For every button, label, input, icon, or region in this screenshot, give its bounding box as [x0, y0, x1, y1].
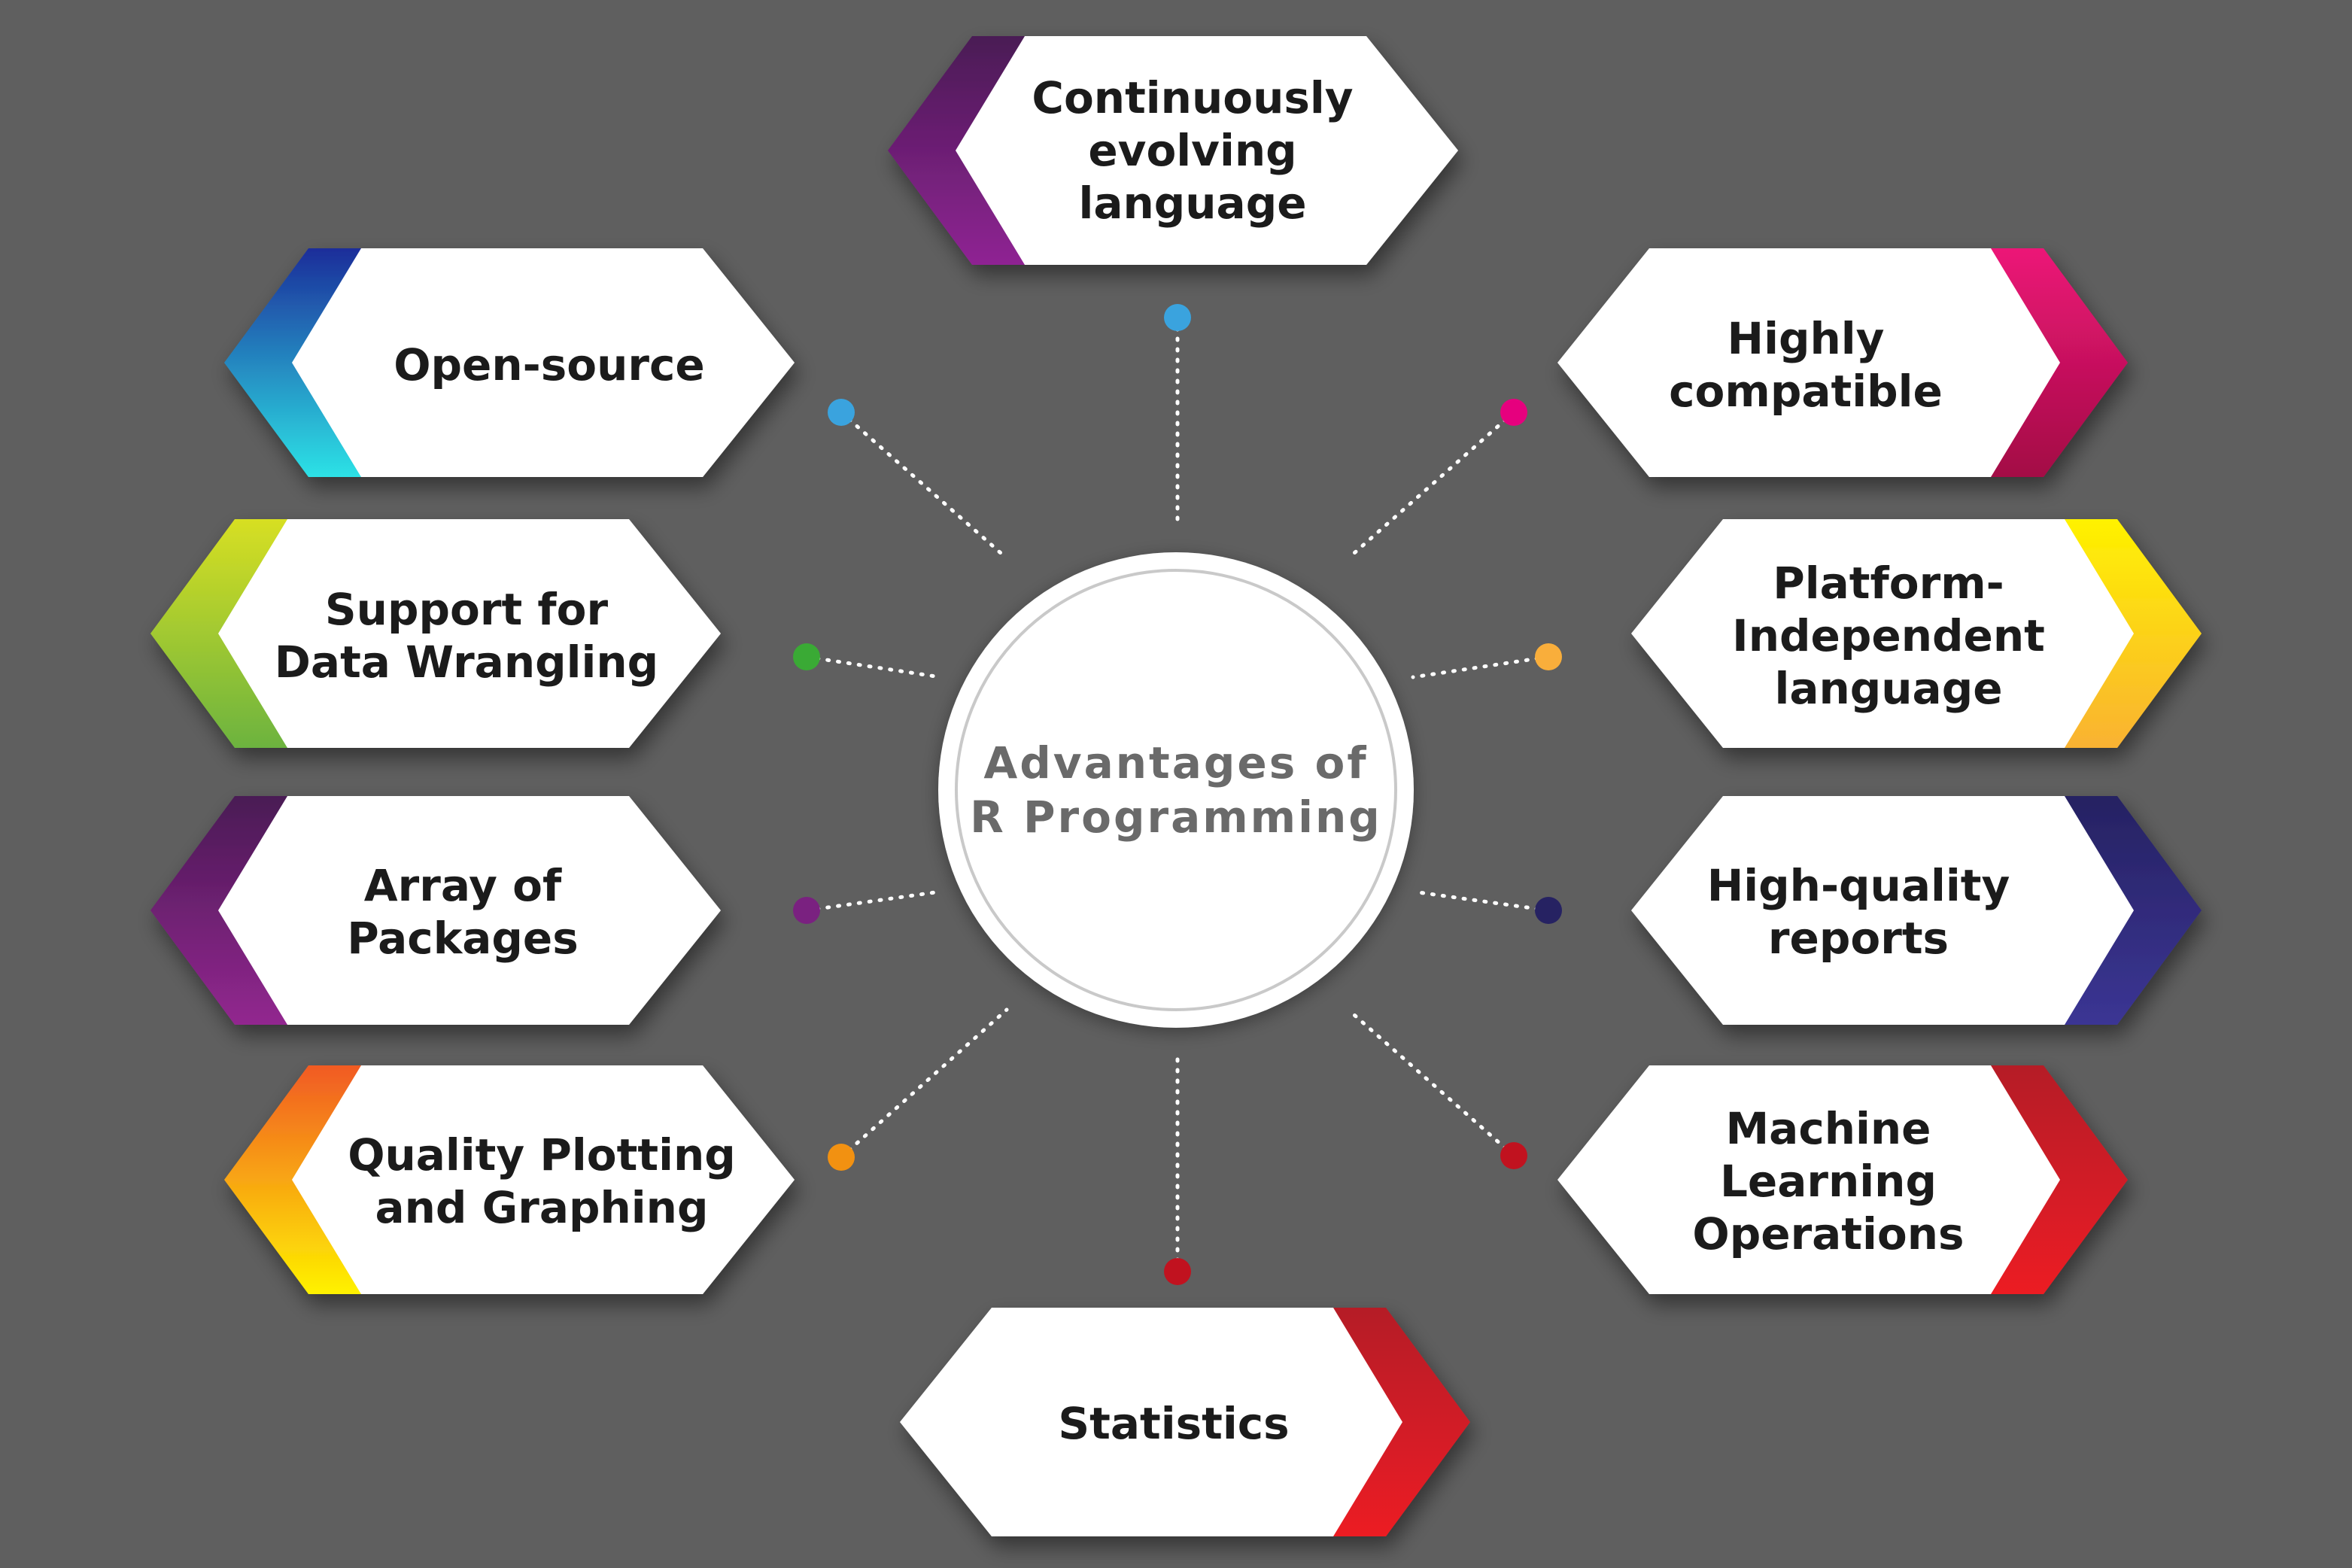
card-label-statistics: Statistics — [1058, 1398, 1290, 1449]
card-data-wrangling — [150, 519, 721, 748]
card-label-highly-compatible: Highly compatible — [1669, 313, 1943, 417]
connector-line — [839, 410, 1009, 561]
connector-dot — [828, 399, 855, 426]
connector-dot — [1535, 643, 1562, 670]
card-label-continuously-evolving: Continuously evolving language — [1032, 72, 1354, 229]
connector-line — [839, 1007, 1009, 1159]
connector-dot — [1500, 399, 1527, 426]
card-body — [1557, 248, 2060, 477]
connector-dot — [793, 643, 820, 670]
connector-dot — [1164, 1258, 1191, 1285]
card-label-quality-plotting: Quality Plotting and Graphing — [348, 1129, 736, 1233]
card-continuously-evolving — [888, 36, 1458, 265]
card-label-array-of-packages: Array of Packages — [347, 860, 579, 964]
card-body — [292, 248, 795, 477]
center-circle-ring — [955, 569, 1397, 1011]
card-label-open-source: Open-source — [394, 339, 705, 390]
card-label-high-quality-reports: High-quality reports — [1706, 860, 2010, 964]
center-title: Advantages of R Programming — [970, 737, 1382, 843]
connector-dot — [828, 1144, 855, 1171]
connector-line — [1411, 655, 1551, 679]
card-body — [218, 796, 721, 1025]
card-body — [1631, 796, 2134, 1025]
card-quality-plotting — [224, 1065, 795, 1294]
card-array-of-packages — [150, 796, 721, 1025]
card-body — [900, 1308, 1402, 1536]
card-machine-learning — [1557, 1065, 2128, 1294]
card-high-quality-reports — [1631, 796, 2202, 1025]
card-label-data-wrangling: Support for Data Wrangling — [274, 584, 659, 688]
center-circle — [938, 552, 1414, 1028]
card-statistics — [900, 1308, 1470, 1536]
connector-line — [1346, 1007, 1516, 1158]
card-highly-compatible — [1557, 248, 2128, 477]
connectors — [793, 304, 1562, 1285]
connector-line — [804, 655, 943, 679]
card-body — [292, 1065, 795, 1294]
connector-dot — [793, 897, 820, 924]
cards — [150, 36, 2202, 1536]
card-body — [1557, 1065, 2060, 1294]
connector-dot — [1164, 304, 1191, 331]
connector-line — [1411, 889, 1551, 913]
card-body — [956, 36, 1458, 265]
connector-line — [1346, 410, 1516, 561]
card-body — [1631, 519, 2134, 748]
connector-dot — [1500, 1142, 1527, 1169]
card-label-platform-independent: Platform- Independent language — [1732, 558, 2045, 714]
card-label-machine-learning: Machine Learning Operations — [1692, 1103, 1965, 1260]
connector-line — [804, 889, 943, 913]
card-open-source — [224, 248, 795, 477]
card-platform-independent — [1631, 519, 2202, 748]
connector-dot — [1535, 897, 1562, 924]
center-hub — [938, 552, 1414, 1028]
card-body — [218, 519, 721, 748]
